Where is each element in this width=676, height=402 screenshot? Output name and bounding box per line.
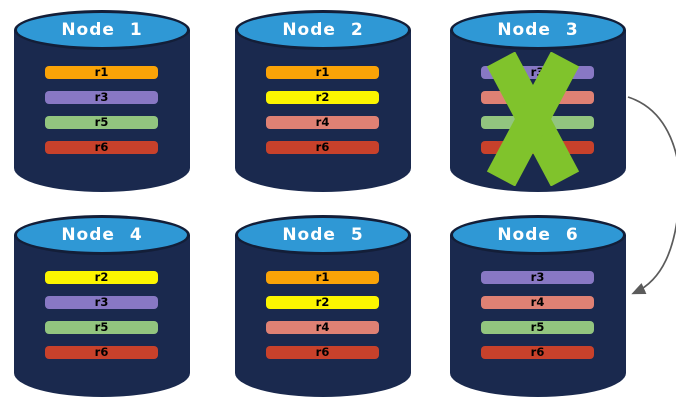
cylinder-body — [235, 235, 411, 397]
replica-row-r2: r2 — [266, 296, 379, 309]
replica-rows: r1 r2 r4 r6 — [266, 66, 379, 166]
node-cylinder: Node 6 r3 r4 r5 r6 — [450, 215, 626, 397]
node-cylinder: Node 5 r1 r2 r4 r6 — [235, 215, 411, 397]
replica-row-r3: r3 — [481, 271, 594, 284]
replica-row-r6: r6 — [481, 346, 594, 359]
replica-row-r2: r2 — [45, 271, 158, 284]
replica-row-r1: r1 — [45, 66, 158, 79]
replica-row-r4: r4 — [481, 296, 594, 309]
cylinder-top: Node 4 — [14, 215, 190, 255]
cylinder-body — [14, 235, 190, 397]
replica-row-r4: r4 — [266, 321, 379, 334]
cylinder-top: Node 2 — [235, 10, 411, 50]
replication-arrow-path — [627, 96, 676, 295]
cylinder-body — [14, 30, 190, 192]
replica-rows: r1 r3 r5 r6 — [45, 66, 158, 166]
replica-row-r1: r1 — [266, 66, 379, 79]
node-cylinder: Node 4 r2 r3 r5 r6 — [14, 215, 190, 397]
replica-row-r5: r5 — [45, 116, 158, 129]
replica-rows: r1 r2 r4 r6 — [266, 271, 379, 371]
node-title: Node 5 — [282, 225, 364, 245]
replica-rows: r3 r4 r5 r6 — [481, 271, 594, 371]
node-title: Node 2 — [282, 20, 364, 40]
cylinder-body — [235, 30, 411, 192]
replica-row-r2: r2 — [266, 91, 379, 104]
replica-row-r6: r6 — [266, 346, 379, 359]
cylinder-top: Node 1 — [14, 10, 190, 50]
replica-row-r5: r5 — [481, 321, 594, 334]
replica-row-r5: r5 — [45, 321, 158, 334]
replica-row-r6: r6 — [45, 141, 158, 154]
replica-rows: r2 r3 r5 r6 — [45, 271, 158, 371]
x-mark-icon — [483, 51, 583, 187]
cylinder-top: Node 6 — [450, 215, 626, 255]
replica-row-r3: r3 — [45, 296, 158, 309]
replica-row-r6: r6 — [45, 346, 158, 359]
node-cylinder: Node 2 r1 r2 r4 r6 — [235, 10, 411, 192]
node-title: Node 6 — [497, 225, 579, 245]
replica-row-r4: r4 — [266, 116, 379, 129]
replica-row-r1: r1 — [266, 271, 379, 284]
cylinder-body — [450, 235, 626, 397]
node-title: Node 4 — [61, 225, 143, 245]
replica-row-r6: r6 — [266, 141, 379, 154]
node-title: Node 1 — [61, 20, 143, 40]
node-cylinder: Node 1 r1 r3 r5 r6 — [14, 10, 190, 192]
cylinder-top: Node 5 — [235, 215, 411, 255]
replica-row-r3: r3 — [45, 91, 158, 104]
node-title: Node 3 — [497, 20, 579, 40]
cylinder-top: Node 3 — [450, 10, 626, 50]
